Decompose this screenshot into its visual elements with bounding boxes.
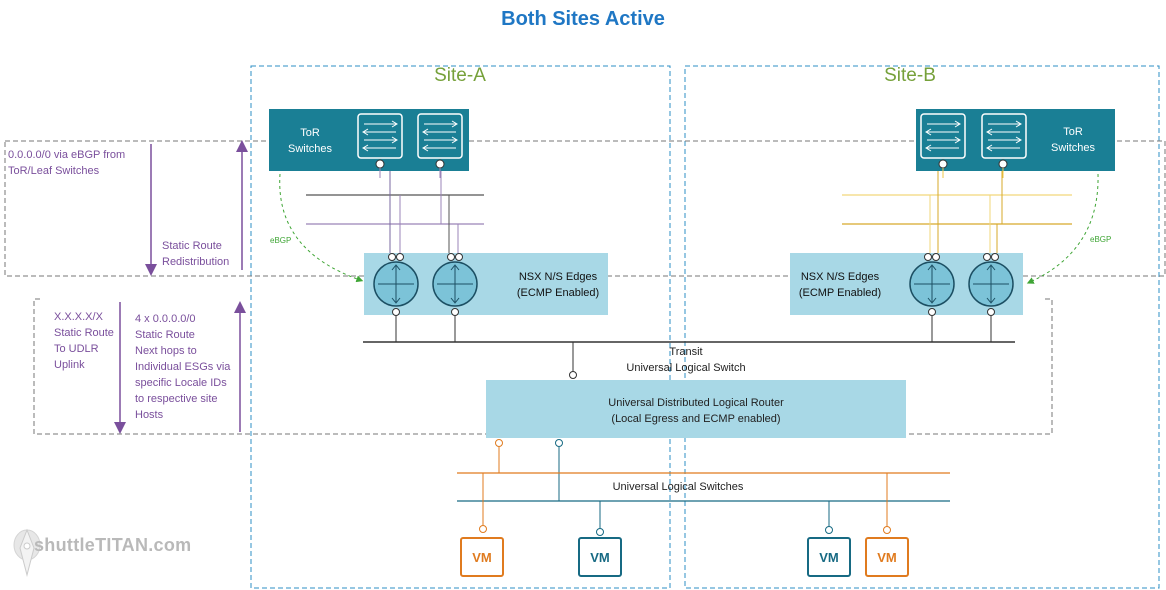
site-a-label: Site-A <box>434 65 486 86</box>
static-redistribution-annotation: Static Route Redistribution <box>162 240 230 268</box>
site-b-label: Site-B <box>884 65 936 86</box>
site-b-container <box>684 65 1160 589</box>
router-icon <box>432 261 478 307</box>
switch-icon <box>417 113 463 159</box>
udlr-box <box>486 380 906 438</box>
switch-icon <box>920 113 966 159</box>
default-route-annotation: 0.0.0.0/0 via eBGP from ToR/Leaf Switche… <box>8 149 126 177</box>
router-icon <box>373 261 419 307</box>
diagram-title: Both Sites Active <box>501 8 665 30</box>
router-icon <box>968 261 1014 307</box>
transit-switch-label: Transit Universal Logical Switch <box>626 346 746 374</box>
site-a-tor-label: ToR Switches <box>287 127 333 155</box>
udlr-label: Universal Distributed Logical Router (Lo… <box>608 397 784 425</box>
rocket-icon <box>13 528 41 577</box>
vm-icon: VM <box>807 537 851 577</box>
site-a-edge-label: NSX N/S Edges (ECMP Enabled) <box>516 271 600 299</box>
site-b-tor-label: ToR Switches <box>1050 126 1096 154</box>
vm-icon: VM <box>865 537 909 577</box>
vm-icon: VM <box>460 537 504 577</box>
switch-icon <box>357 113 403 159</box>
watermark: shuttleTITAN.com <box>34 535 192 555</box>
site-a-ebgp-label: eBGP <box>270 236 292 245</box>
site-b-edge-label: NSX N/S Edges (ECMP Enabled) <box>798 271 882 299</box>
udlr-static-annotation: X.X.X.X/X Static Route To UDLR Uplink <box>54 311 114 371</box>
switch-icon <box>981 113 1027 159</box>
logical-switches-label: Universal Logical Switches <box>612 481 744 493</box>
router-icon <box>909 261 955 307</box>
vm-icon: VM <box>578 537 622 577</box>
site-a-container <box>250 65 671 589</box>
esg-static-annotation: 4 x 0.0.0.0/0 Static Route Next hops to … <box>135 313 231 421</box>
site-b-ebgp-label: eBGP <box>1090 235 1112 244</box>
